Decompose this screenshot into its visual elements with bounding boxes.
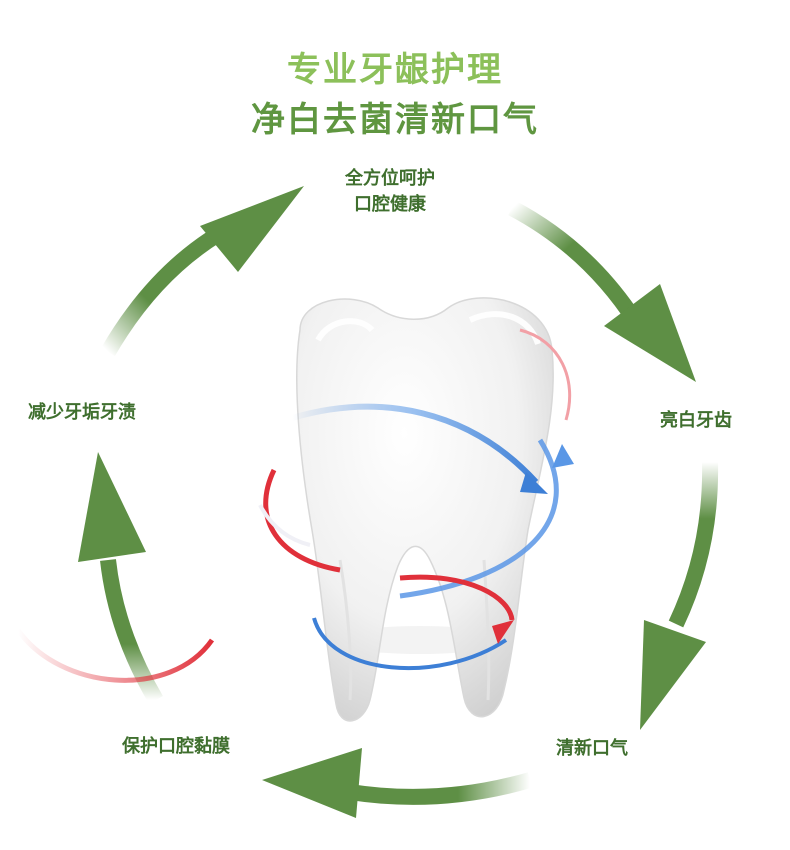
arrow-right-to-bottom	[640, 461, 719, 730]
arrow-top-to-right	[508, 200, 696, 382]
label-top-line-1: 全方位呵护	[345, 168, 435, 189]
tooth-crown	[296, 297, 554, 722]
label-reduce-stains: 减少牙垢牙渍	[28, 402, 136, 423]
ribbon-swirls	[15, 328, 574, 683]
label-top-line-2: 口腔健康	[354, 194, 426, 215]
arrow-left-to-top	[101, 186, 304, 357]
arrow-bottom-to-left	[262, 748, 533, 818]
arrow-bottom-left-to-left	[78, 452, 163, 705]
label-fresh-breath: 清新口气	[556, 738, 628, 759]
label-protect-mucosa: 保护口腔黏膜	[122, 736, 230, 757]
headline-line-1: 专业牙龈护理	[287, 50, 503, 90]
label-whitening: 亮白牙齿	[660, 410, 732, 431]
headline-line-2: 净白去菌清新口气	[251, 100, 539, 140]
tooth-illustration	[296, 297, 554, 722]
label-comprehensive-care: 全方位呵护 口腔健康	[300, 166, 480, 218]
